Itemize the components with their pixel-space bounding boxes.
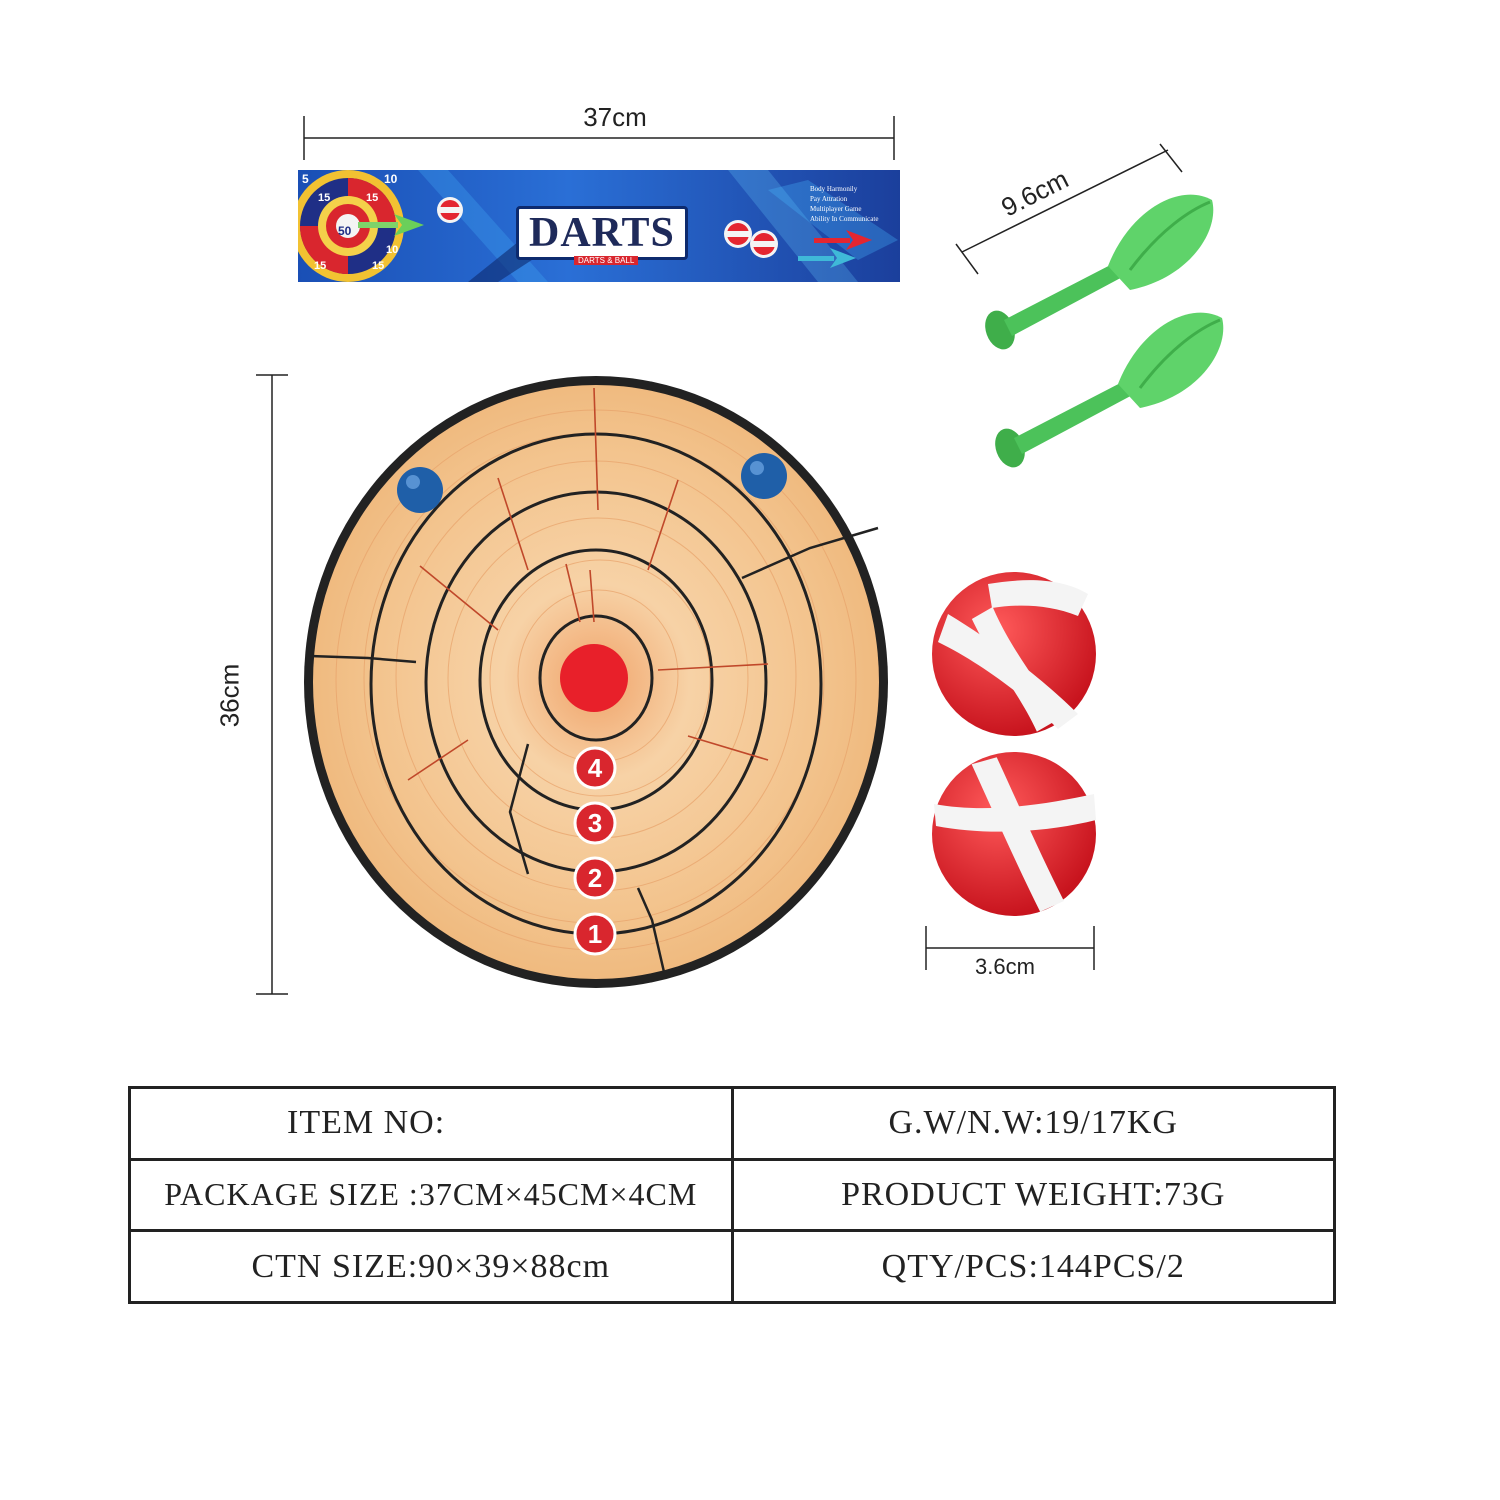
package-board-number: 5 bbox=[302, 172, 309, 186]
package-dart-icon bbox=[358, 214, 424, 236]
ball-diameter-label: 3.6cm bbox=[975, 954, 1035, 979]
feature-item: Pay Attration bbox=[810, 195, 848, 203]
table-row: PACKAGE SIZE :37CM×45CM×4CM PRODUCT WEIG… bbox=[128, 1157, 1336, 1233]
hanger-ball bbox=[397, 467, 443, 513]
dart-pair bbox=[985, 194, 1224, 468]
dart-icon bbox=[995, 312, 1224, 468]
spec-cell-item-no: ITEM NO: bbox=[128, 1086, 734, 1161]
spec-cell-qty: QTY/PCS:144PCS/2 bbox=[730, 1229, 1336, 1304]
spec-cell-ctn-size: CTN SIZE:90×39×88cm bbox=[128, 1229, 734, 1304]
board-height-label: 36cm bbox=[214, 663, 245, 728]
table-row: ITEM NO: G.W/N.W:19/17KG bbox=[128, 1086, 1336, 1161]
spec-table: ITEM NO: G.W/N.W:19/17KG PACKAGE SIZE :3… bbox=[128, 1086, 1336, 1304]
ring-number: 1 bbox=[588, 919, 602, 949]
package-board-number: 10 bbox=[386, 244, 399, 256]
package-darts-pair-icon bbox=[798, 230, 872, 268]
dart-icon bbox=[985, 194, 1214, 350]
spec-cell-package-size: PACKAGE SIZE :37CM×45CM×4CM bbox=[128, 1157, 734, 1233]
package-board-number: 15 bbox=[314, 260, 327, 272]
velcro-ball-icon bbox=[932, 752, 1096, 916]
table-row: CTN SIZE:90×39×88cm QTY/PCS:144PCS/2 bbox=[128, 1229, 1336, 1304]
ring-number: 3 bbox=[588, 808, 602, 838]
feature-list: Body Harmonily Pay Attration Multiplayer… bbox=[810, 184, 878, 224]
bullseye bbox=[560, 644, 628, 712]
package-board-number: 50 bbox=[338, 224, 352, 238]
package-board-number: 10 bbox=[384, 172, 398, 186]
ring-number: 4 bbox=[588, 753, 603, 783]
hanger-ball bbox=[741, 453, 787, 499]
package-board-number: 15 bbox=[366, 192, 379, 204]
feature-item: Ability In Communicate bbox=[810, 215, 879, 223]
ring-badge bbox=[573, 912, 617, 956]
velcro-balls bbox=[932, 572, 1096, 916]
ring-badge bbox=[573, 746, 617, 790]
feature-item: Multiplayer Game bbox=[810, 205, 862, 213]
package-board-number: 15 bbox=[372, 260, 385, 272]
package-ball-icon bbox=[437, 197, 778, 258]
package-card: 5 10 15 15 50 10 15 15 DARTS DARTS & BAL… bbox=[298, 170, 900, 282]
package-width-label: 37cm bbox=[583, 102, 647, 132]
ring-badge bbox=[573, 801, 617, 845]
spec-cell-weight: G.W/N.W:19/17KG bbox=[730, 1086, 1336, 1161]
target-board: 4 3 2 1 bbox=[304, 376, 888, 988]
spec-cell-product-weight: PRODUCT WEIGHT:73G bbox=[730, 1157, 1336, 1233]
feature-item: Body Harmonily bbox=[810, 185, 858, 193]
sub-brand-label: DARTS & BALL bbox=[574, 256, 639, 265]
ring-number: 2 bbox=[588, 863, 602, 893]
package-board-number: 15 bbox=[318, 192, 331, 204]
brand-logo: DARTS bbox=[516, 206, 688, 260]
velcro-ball-icon bbox=[932, 572, 1096, 736]
ring-badge bbox=[573, 856, 617, 900]
package-dartboard-icon bbox=[298, 170, 404, 282]
